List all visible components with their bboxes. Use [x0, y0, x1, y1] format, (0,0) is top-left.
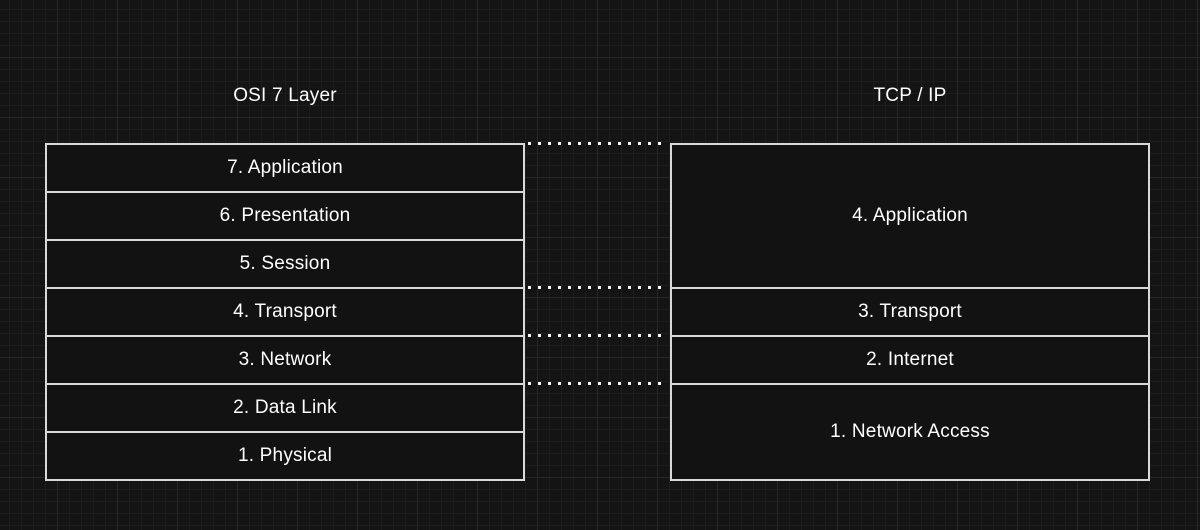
osi-row-1-physical: 1. Physical [45, 431, 525, 481]
layer-label: 3. Network [238, 349, 332, 370]
layer-label: 7. Application [227, 157, 343, 178]
tcpip-layer-stack: 4. Application 3. Transport 2. Internet 1. … [670, 143, 1150, 481]
osi-row-5-session: 5. Session [45, 239, 525, 289]
osi-row-3-network: 3. Network [45, 335, 525, 385]
connector-top-edge-dotted-line [528, 142, 662, 145]
connector-network-datalink-dotted-line [528, 382, 662, 385]
layer-label: 6. Presentation [219, 205, 351, 226]
layer-label: 1. Network Access [830, 421, 990, 442]
osi-layer-stack: 7. Application 6. Presentation 5. Session 4… [45, 143, 525, 481]
osi-column-title: OSI 7 Layer [233, 85, 337, 106]
connector-session-transport-dotted-line [528, 286, 662, 289]
tcpip-row-2-internet: 2. Internet [670, 335, 1150, 385]
layer-label: 5. Session [239, 253, 331, 274]
layer-label: 2. Data Link [233, 397, 337, 418]
layer-label: 3. Transport [858, 301, 962, 322]
connector-transport-network-dotted-line [528, 334, 662, 337]
layer-label: 2. Internet [866, 349, 954, 370]
layer-label: 4. Transport [233, 301, 337, 322]
osi-row-4-transport: 4. Transport [45, 287, 525, 337]
layer-label: 1. Physical [237, 445, 333, 466]
tcpip-row-3-transport: 3. Transport [670, 287, 1150, 337]
layer-label: 4. Application [852, 205, 968, 226]
osi-row-6-presentation: 6. Presentation [45, 191, 525, 241]
osi-row-7-application: 7. Application [45, 143, 525, 193]
tcpip-row-4-application: 4. Application [670, 143, 1150, 289]
osi-row-2-data-link: 2. Data Link [45, 383, 525, 433]
tcpip-row-1-network-access: 1. Network Access [670, 383, 1150, 481]
tcpip-column-title: TCP / IP [873, 85, 947, 106]
